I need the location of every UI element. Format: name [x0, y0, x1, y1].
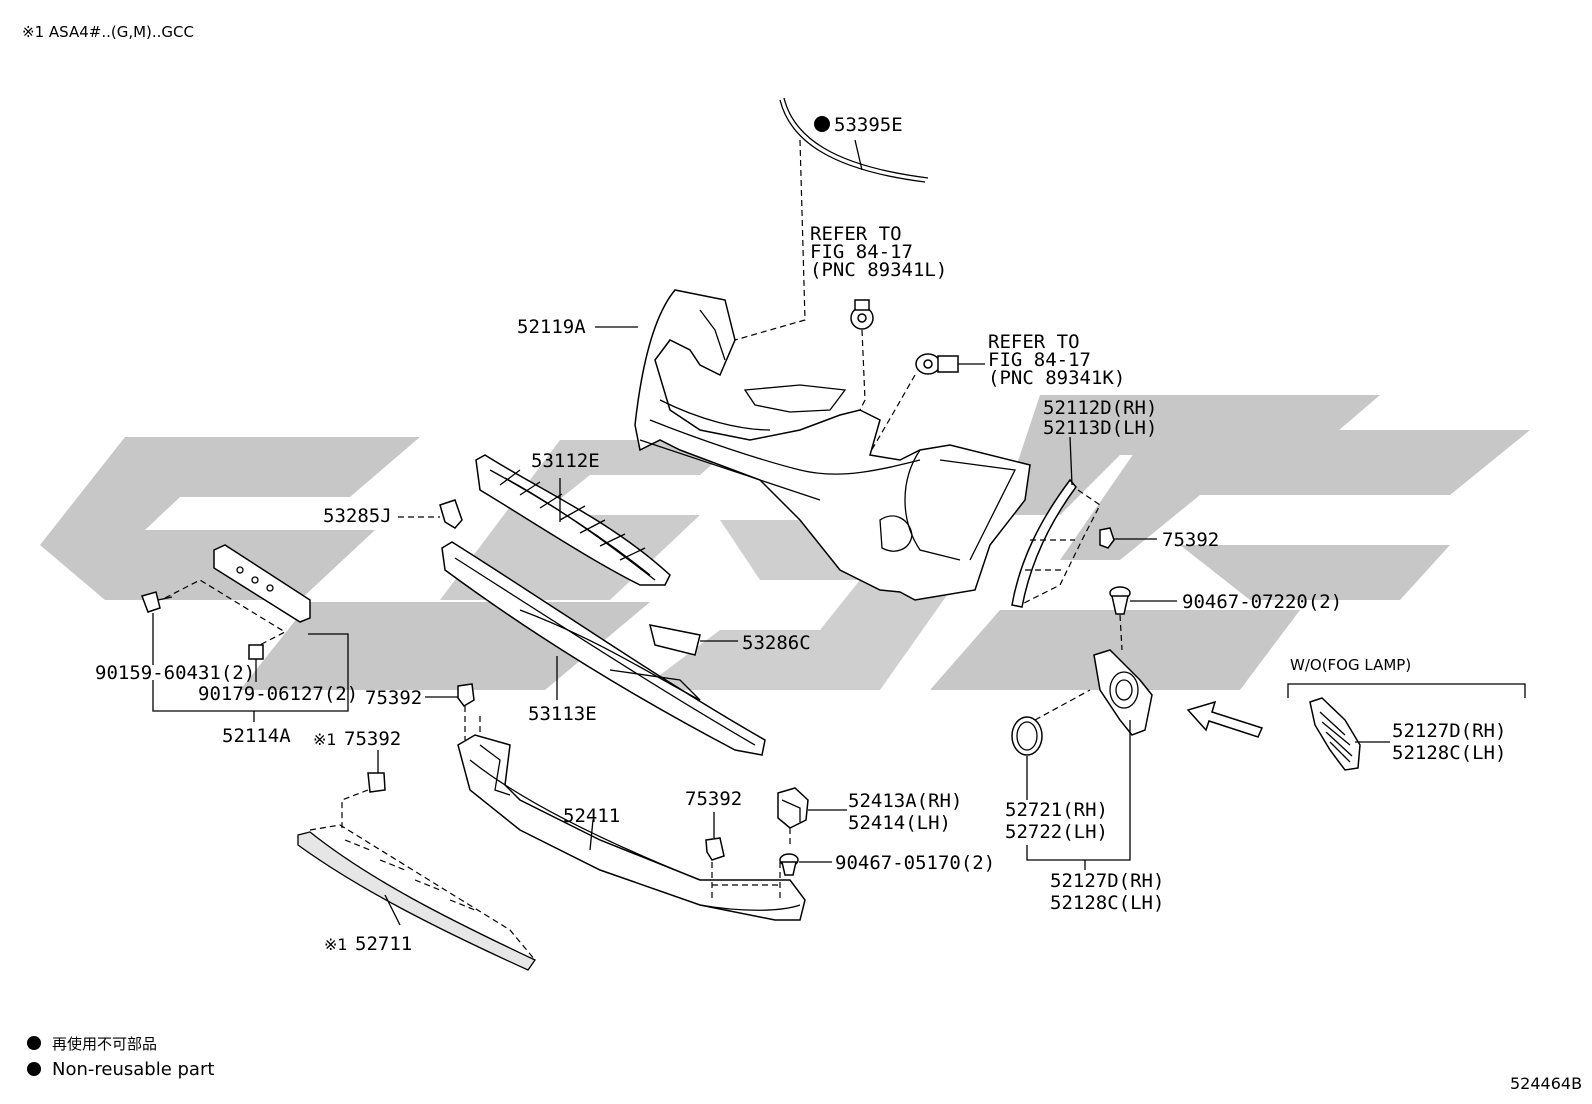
label-52119A: 52119A [517, 316, 586, 338]
clip-75392-mid [705, 837, 725, 861]
variant-note: ※1 ASA4#..(G,M)..GCC [22, 23, 194, 41]
dash-90467-07220 [1119, 614, 1123, 651]
bolt-90159-60431 [141, 591, 173, 613]
label-53113E: 53113E [528, 703, 597, 725]
label-75392-right: 75392 [1162, 529, 1219, 551]
dash-leader-sensor-2 [859, 374, 916, 471]
label-75392-mid: 75392 [685, 788, 742, 810]
label-52721: 52721(RH) [1005, 799, 1108, 821]
legend-ja: 再使用不可部品 [52, 1035, 157, 1053]
clip-90467-05170 [779, 853, 799, 876]
dash-75392-mid [711, 862, 781, 900]
label-52127D-a: 52127D(RH) [1392, 720, 1506, 742]
label-75392-v1-prefix: ※1 [313, 730, 337, 749]
clip-75392-left [457, 683, 475, 707]
bracket-52413A [777, 787, 809, 829]
label-52128C-a: 52128C(LH) [1392, 742, 1506, 764]
part-53285J [439, 499, 463, 529]
spoiler-52711 [297, 824, 536, 971]
label-52711-prefix: ※1 [324, 935, 348, 954]
clip-75392-v1 [367, 772, 386, 793]
sensor-89341L [850, 299, 874, 330]
dash-garnish [1021, 489, 1101, 605]
legend-en: Non-reusable part [52, 1059, 214, 1080]
figure-id: 524464B [1510, 1074, 1582, 1093]
sensor-89341K [915, 353, 959, 375]
label-52722: 52722(LH) [1005, 821, 1108, 843]
label-75392-left: 75392 [365, 687, 422, 709]
leader-52411 [589, 819, 594, 851]
dash-leader-strip [734, 139, 806, 341]
label-52127D-b: 52127D(RH) [1050, 870, 1164, 892]
leader-52112D [1069, 436, 1073, 486]
fog-cover-52127D [1309, 697, 1361, 771]
bumper-cover-52119A [634, 289, 1031, 601]
label-90179: 90179-06127(2) [198, 683, 358, 705]
clip-90467-07220 [1109, 586, 1131, 615]
refer-text-2a: REFER TO [988, 331, 1080, 353]
label-52112D: 52112D(RH) [1043, 397, 1157, 419]
non-reusable-marker [814, 116, 830, 132]
grille-53112E [475, 454, 671, 586]
label-90467-05170: 90467-05170(2) [835, 852, 995, 874]
refer-text-1c: (PNC 89341L) [810, 259, 947, 281]
leader-53395E [854, 139, 863, 171]
legend-marker-en [27, 1062, 41, 1076]
legend-marker-ja [27, 1036, 41, 1050]
label-53112E: 53112E [531, 450, 600, 472]
grille-53113E [441, 541, 766, 756]
strip-53395E [779, 99, 926, 183]
dash-75392-left [464, 706, 481, 740]
label-52114A: 52114A [222, 725, 291, 747]
label-53395E: 53395E [834, 114, 903, 136]
wo-fog-bracket [1287, 683, 1526, 698]
dash-75392-v1 [341, 789, 369, 830]
dash-fog-bezel [1034, 689, 1091, 721]
part-53286C [648, 624, 701, 656]
dash-garnish-2 [1025, 539, 1075, 571]
label-52413A: 52413A(RH) [848, 790, 962, 812]
lower-cover-52411 [457, 734, 806, 921]
leader-52711 [384, 894, 401, 926]
fog-bezel-52127D [1093, 649, 1153, 736]
label-53285J: 53285J [323, 505, 392, 527]
fog-ring-52721 [1011, 716, 1043, 756]
label-90159: 90159-60431(2) [95, 662, 255, 684]
bracket-52127D-b [1026, 720, 1131, 861]
bracket-52114A [152, 633, 349, 712]
refer-text-1a: REFER TO [810, 223, 902, 245]
strip-53395E-edge [783, 97, 929, 179]
garnish-52112D [1011, 478, 1077, 608]
label-52414: 52414(LH) [848, 812, 951, 834]
label-75392-v1: 75392 [344, 728, 401, 750]
nut-90179-06127 [248, 644, 264, 660]
wo-fog-label: W/O(FOG LAMP) [1290, 656, 1411, 674]
refer-text-2b: FIG 84-17 [988, 349, 1091, 371]
label-52711: 52711 [355, 933, 412, 955]
clip-75392-right [1099, 527, 1115, 549]
label-90467-07220: 90467-07220(2) [1182, 591, 1342, 613]
label-52113D: 52113D(LH) [1043, 417, 1157, 439]
refer-text-2c: (PNC 89341K) [988, 367, 1125, 389]
label-52128C-b: 52128C(LH) [1050, 892, 1164, 914]
label-53286C: 53286C [742, 632, 811, 654]
arrow-icon [1186, 700, 1264, 738]
refer-text-1b: FIG 84-17 [810, 241, 913, 263]
label-52411: 52411 [563, 805, 620, 827]
plate-bracket-52114A [213, 544, 311, 623]
